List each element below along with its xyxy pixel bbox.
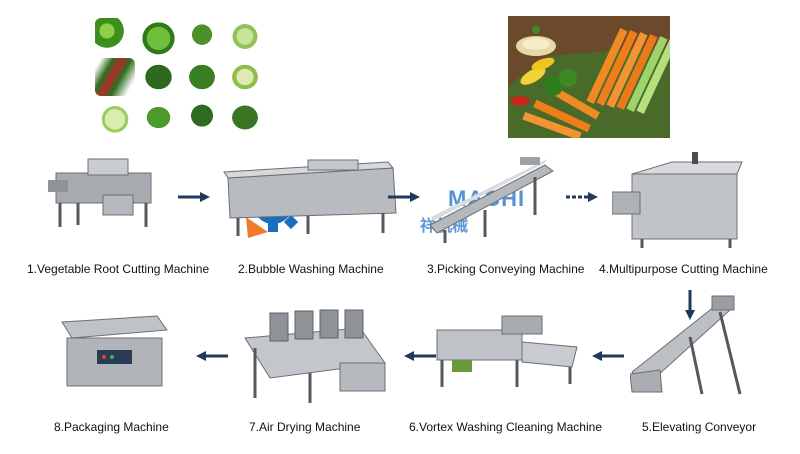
- vegetable-platter-image: [508, 16, 670, 138]
- arrow-right-icon: [178, 192, 210, 202]
- herb-image: [181, 18, 222, 56]
- root-cutting-machine-image: [48, 158, 152, 227]
- kale-image: [181, 58, 222, 96]
- step-8-label: 8.Packaging Machine: [54, 420, 169, 434]
- elevating-conveyor-image: [630, 295, 742, 395]
- lettuce-image: [138, 18, 179, 56]
- vegetable-photo-grid: [95, 18, 265, 136]
- arrow-left-icon: [404, 351, 436, 361]
- broccoli-image: [181, 98, 222, 136]
- chard-image: [95, 58, 136, 96]
- arrow-right-icon: [566, 192, 598, 202]
- cabbage-image: [224, 18, 265, 56]
- step-1-label: 1.Vegetable Root Cutting Machine: [27, 262, 210, 276]
- arrow-left-icon: [592, 351, 624, 361]
- step-6-label: 6.Vortex Washing Cleaning Machine: [409, 420, 602, 434]
- step-7-label: 7.Air Drying Machine: [249, 420, 361, 434]
- packaging-machine-image: [61, 315, 168, 387]
- step-4-label: 4.Multipurpose Cutting Machine: [599, 262, 768, 276]
- picking-conveying-machine-image: [429, 157, 554, 243]
- vortex-washing-machine-image: [436, 315, 578, 387]
- arrow-down-icon: [685, 290, 695, 320]
- multipurpose-cutting-machine-image: [612, 152, 743, 248]
- spinach-image: [138, 58, 179, 96]
- bubble-washing-machine-image: [223, 159, 397, 236]
- step-3-label: 3.Picking Conveying Machine: [427, 262, 585, 276]
- brussels-sprouts-image: [95, 18, 136, 56]
- arrow-right-icon: [388, 192, 420, 202]
- step-2-label: 2.Bubble Washing Machine: [238, 262, 384, 276]
- arrow-left-icon: [196, 351, 228, 361]
- step-5-label: 5.Elevating Conveyor: [642, 420, 757, 434]
- leafy-greens-image: [138, 98, 179, 136]
- greens-bunch-image: [224, 98, 265, 136]
- iceberg-image: [95, 98, 136, 136]
- air-drying-machine-image: [244, 309, 386, 403]
- bok-choy-image: [224, 58, 265, 96]
